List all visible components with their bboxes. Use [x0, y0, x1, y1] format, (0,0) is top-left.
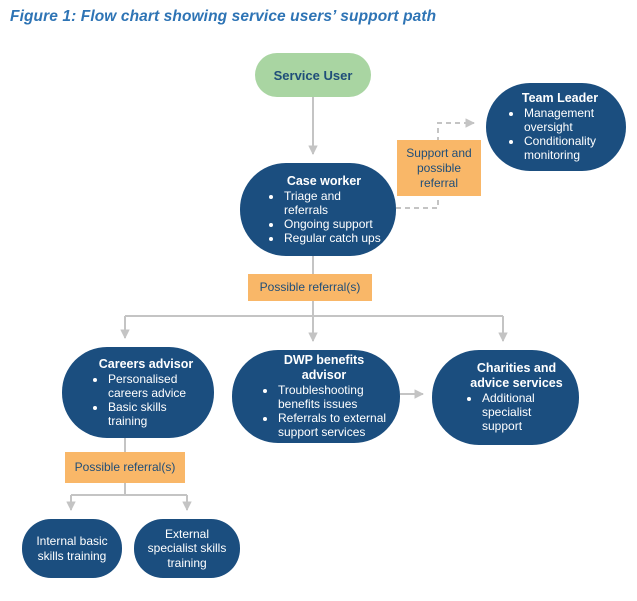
bullet-item: Personalised careers advice [107, 372, 202, 401]
node-team-leader-bullets: Management oversightConditionality monit… [506, 106, 614, 163]
node-case-worker-title: Case worker [286, 173, 362, 188]
bullet-item: Management oversight [523, 106, 614, 135]
node-charities-advice-services: Charities and advice services Additional… [432, 350, 579, 445]
node-service-user: Service User [255, 53, 371, 97]
node-careers-advisor-bullets: Personalised careers adviceBasic skills … [90, 372, 202, 429]
node-internal-basic-skills-training: Internal basic skills training [22, 519, 122, 578]
figure-caption: Figure 1: Flow chart showing service use… [10, 8, 437, 25]
bullet-item: Basic skills training [107, 400, 202, 429]
connector-referral-branch-line [125, 301, 503, 317]
bullet-item: Referrals to external support services [277, 411, 388, 440]
bullet-item: Additional specialist support [481, 391, 569, 434]
label-possible-referrals-1: Possible referral(s) [248, 274, 372, 301]
label-possible-referrals-2: Possible referral(s) [65, 452, 185, 483]
node-team-leader: Team Leader Management oversightConditio… [486, 83, 626, 171]
node-internal-training-label: Internal basic skills training [36, 534, 108, 563]
bullet-item: Ongoing support [283, 217, 382, 232]
bullet-item: Regular catch ups [283, 231, 382, 246]
node-team-leader-title: Team Leader [521, 91, 599, 105]
node-dwp-benefits-advisor: DWP benefits advisor Troubleshooting ben… [232, 350, 400, 443]
node-external-specialist-skills-training: External specialist skills training [134, 519, 240, 578]
node-case-worker-bullets: Triage and referralsOngoing supportRegul… [266, 189, 382, 246]
connector-referral2-branch-line [71, 483, 187, 496]
node-service-user-label: Service User [273, 67, 353, 83]
node-charities-advice-services-bullets: Additional specialist support [464, 391, 569, 434]
label-support-and-possible-referral: Support and possible referral [397, 140, 481, 196]
node-dwp-benefits-advisor-bullets: Troubleshooting benefits issuesReferrals… [260, 383, 388, 440]
node-external-training-label: External specialist skills training [147, 526, 227, 570]
node-charities-advice-services-title: Charities and advice services [470, 361, 563, 390]
bullet-item: Troubleshooting benefits issues [277, 383, 388, 412]
node-case-worker: Case worker Triage and referralsOngoing … [240, 163, 396, 256]
node-careers-advisor-title: Careers advisor [98, 356, 194, 371]
node-careers-advisor: Careers advisor Personalised careers adv… [62, 347, 214, 438]
bullet-item: Conditionality monitoring [523, 134, 614, 163]
node-dwp-benefits-advisor-title: DWP benefits advisor [283, 353, 365, 382]
bullet-item: Triage and referrals [283, 189, 382, 218]
